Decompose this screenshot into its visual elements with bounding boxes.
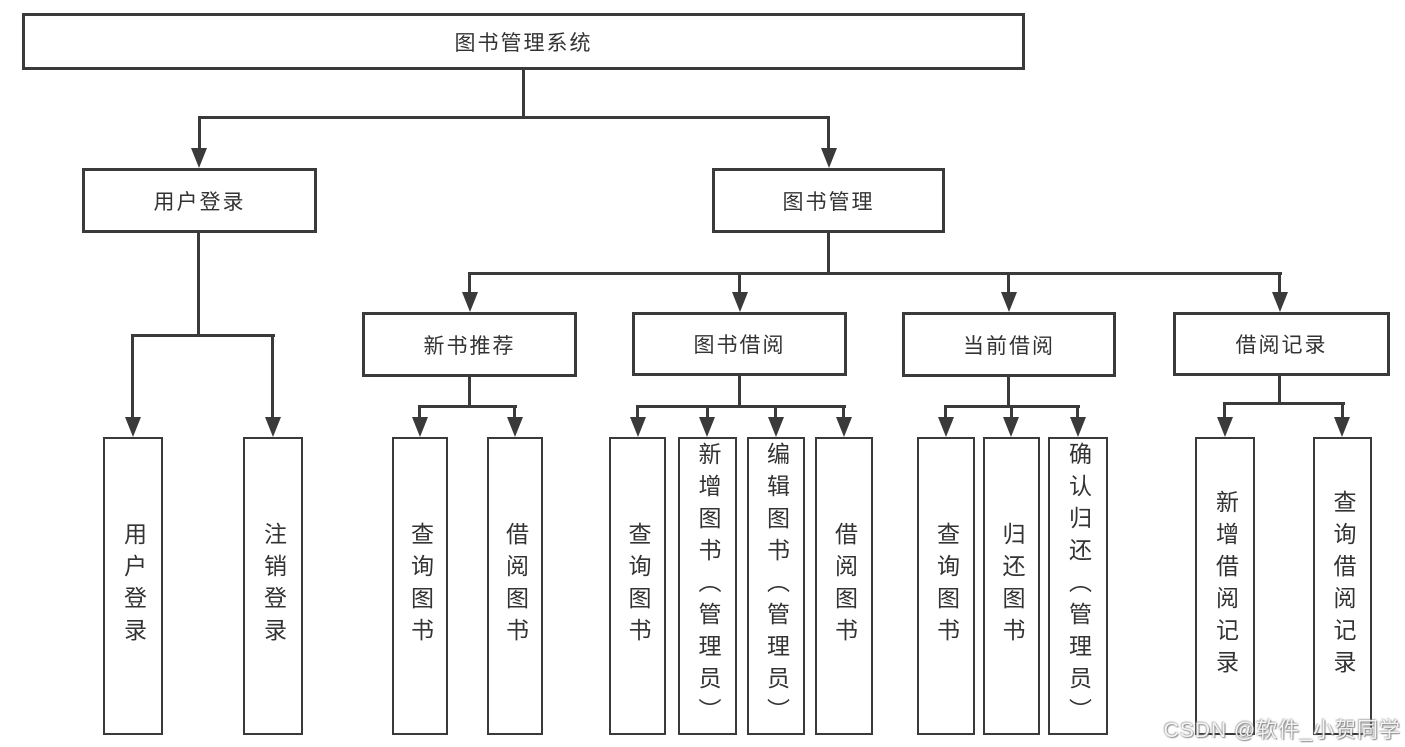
leaf-current-query-label: 查询图书 [933, 522, 960, 650]
connector-to-user-login [198, 116, 201, 152]
node-root: 图书管理系统 [22, 13, 1025, 70]
leaf-user-login: 用户登录 [103, 437, 163, 735]
connector-to-current-borrow [1007, 272, 1010, 296]
leaf-newbook-query-label: 查询图书 [407, 522, 434, 650]
connector-to-bb-borrow [842, 405, 845, 421]
leaf-borrow-edit: 编辑图书（管理员） [747, 437, 805, 735]
connector-bookmgmt-stem [827, 233, 830, 275]
node-book-borrow: 图书借阅 [632, 312, 847, 376]
node-new-book-label: 新书推荐 [423, 334, 516, 358]
arrowhead-cb-confirm-icon [1070, 417, 1086, 437]
leaf-borrow-query: 查询图书 [609, 437, 666, 735]
node-borrow-record: 借阅记录 [1173, 312, 1390, 376]
connector-to-bb-add [706, 405, 709, 421]
leaf-borrow-edit-label: 编辑图书（管理员） [763, 442, 790, 730]
leaf-logout-label: 注销登录 [260, 522, 287, 650]
arrowhead-user-login-icon [191, 148, 207, 168]
leaf-newbook-query: 查询图书 [392, 437, 448, 735]
arrowhead-book-mgmt-icon [821, 148, 837, 168]
node-book-mgmt: 图书管理 [712, 168, 945, 233]
connector-newbook-stem [468, 377, 471, 408]
arrowhead-leaf-logout-icon [265, 417, 281, 437]
leaf-current-confirm: 确认归还（管理员） [1048, 437, 1108, 735]
leaf-current-return: 归还图书 [983, 437, 1040, 735]
connector-root-rail [198, 116, 830, 119]
leaf-current-query: 查询图书 [917, 437, 975, 735]
arrowhead-book-borrow-icon [732, 292, 748, 312]
node-book-borrow-label: 图书借阅 [693, 334, 786, 357]
leaf-current-return-label: 归还图书 [999, 522, 1025, 650]
connector-to-br-query [1341, 402, 1344, 421]
leaf-borrow-borrow: 借阅图书 [815, 437, 873, 735]
leaf-newbook-borrow-label: 借阅图书 [502, 522, 529, 650]
leaf-record-add: 新增借阅记录 [1195, 437, 1255, 735]
connector-to-nb-query [418, 405, 421, 421]
leaf-user-login-label: 用户登录 [120, 522, 147, 650]
arrowhead-leaf-user-login-icon [125, 417, 141, 437]
arrowhead-br-query-icon [1334, 417, 1350, 437]
connector-newbook-rail [418, 405, 517, 408]
connector-root-stem [522, 70, 525, 117]
node-user-login: 用户登录 [82, 168, 317, 233]
arrowhead-bb-edit-icon [768, 417, 784, 437]
leaf-record-query: 查询借阅记录 [1313, 437, 1372, 735]
arrowhead-br-add-icon [1217, 417, 1233, 437]
arrowhead-nb-borrow-icon [507, 417, 523, 437]
arrowhead-new-book-icon [462, 292, 478, 312]
node-current-borrow-label: 当前借阅 [963, 334, 1055, 358]
connector-userlogin-stem [197, 233, 200, 335]
connector-to-br-add [1223, 402, 1226, 421]
node-book-mgmt-label: 图书管理 [782, 190, 875, 214]
node-new-book: 新书推荐 [362, 312, 577, 377]
connector-to-nb-borrow [513, 405, 516, 421]
leaf-current-confirm-label: 确认归还（管理员） [1065, 442, 1092, 730]
leaf-borrow-add-label: 新增图书（管理员） [695, 442, 721, 730]
node-current-borrow: 当前借阅 [902, 312, 1116, 377]
connector-to-leaf-user-login [131, 334, 134, 420]
leaf-record-query-label: 查询借阅记录 [1330, 490, 1356, 682]
connector-to-bb-query [636, 405, 639, 421]
connector-borrowrecord-stem [1278, 376, 1281, 405]
arrowhead-bb-add-icon [699, 417, 715, 437]
arrowhead-borrow-record-icon [1272, 292, 1288, 312]
node-root-label: 图书管理系统 [454, 31, 593, 55]
arrowhead-current-borrow-icon [1001, 292, 1017, 312]
connector-to-cb-return [1010, 405, 1013, 421]
leaf-borrow-borrow-label: 借阅图书 [831, 522, 858, 650]
arrowhead-cb-query-icon [938, 417, 954, 437]
leaf-borrow-query-label: 查询图书 [625, 522, 651, 650]
connector-currentborrow-stem [1007, 377, 1010, 408]
leaf-record-add-label: 新增借阅记录 [1212, 490, 1239, 682]
connector-to-book-borrow [738, 272, 741, 296]
arrowhead-cb-return-icon [1003, 417, 1019, 437]
connector-to-borrow-record [1278, 272, 1281, 296]
arrowhead-bb-borrow-icon [836, 417, 852, 437]
connector-bookmgmt-rail [468, 272, 1282, 275]
connector-bookborrow-rail [636, 405, 846, 408]
leaf-logout: 注销登录 [243, 437, 303, 735]
leaf-borrow-add: 新增图书（管理员） [678, 437, 737, 735]
connector-to-leaf-logout [271, 334, 274, 420]
connector-bookborrow-stem [738, 376, 741, 408]
leaf-newbook-borrow: 借阅图书 [487, 437, 543, 735]
connector-to-new-book [468, 272, 471, 296]
connector-userlogin-rail [131, 334, 275, 337]
connector-to-bb-edit [774, 405, 777, 421]
csdn-watermark: CSDN @软件_小贺同学 [1163, 719, 1401, 742]
connector-to-book-mgmt [827, 116, 830, 152]
arrowhead-bb-query-icon [630, 417, 646, 437]
arrowhead-nb-query-icon [412, 417, 428, 437]
connector-borrowrecord-rail [1223, 402, 1345, 405]
connector-to-cb-query [944, 405, 947, 421]
node-user-login-label: 用户登录 [153, 190, 246, 214]
node-borrow-record-label: 借阅记录 [1235, 334, 1328, 357]
connector-to-cb-confirm [1076, 405, 1079, 421]
